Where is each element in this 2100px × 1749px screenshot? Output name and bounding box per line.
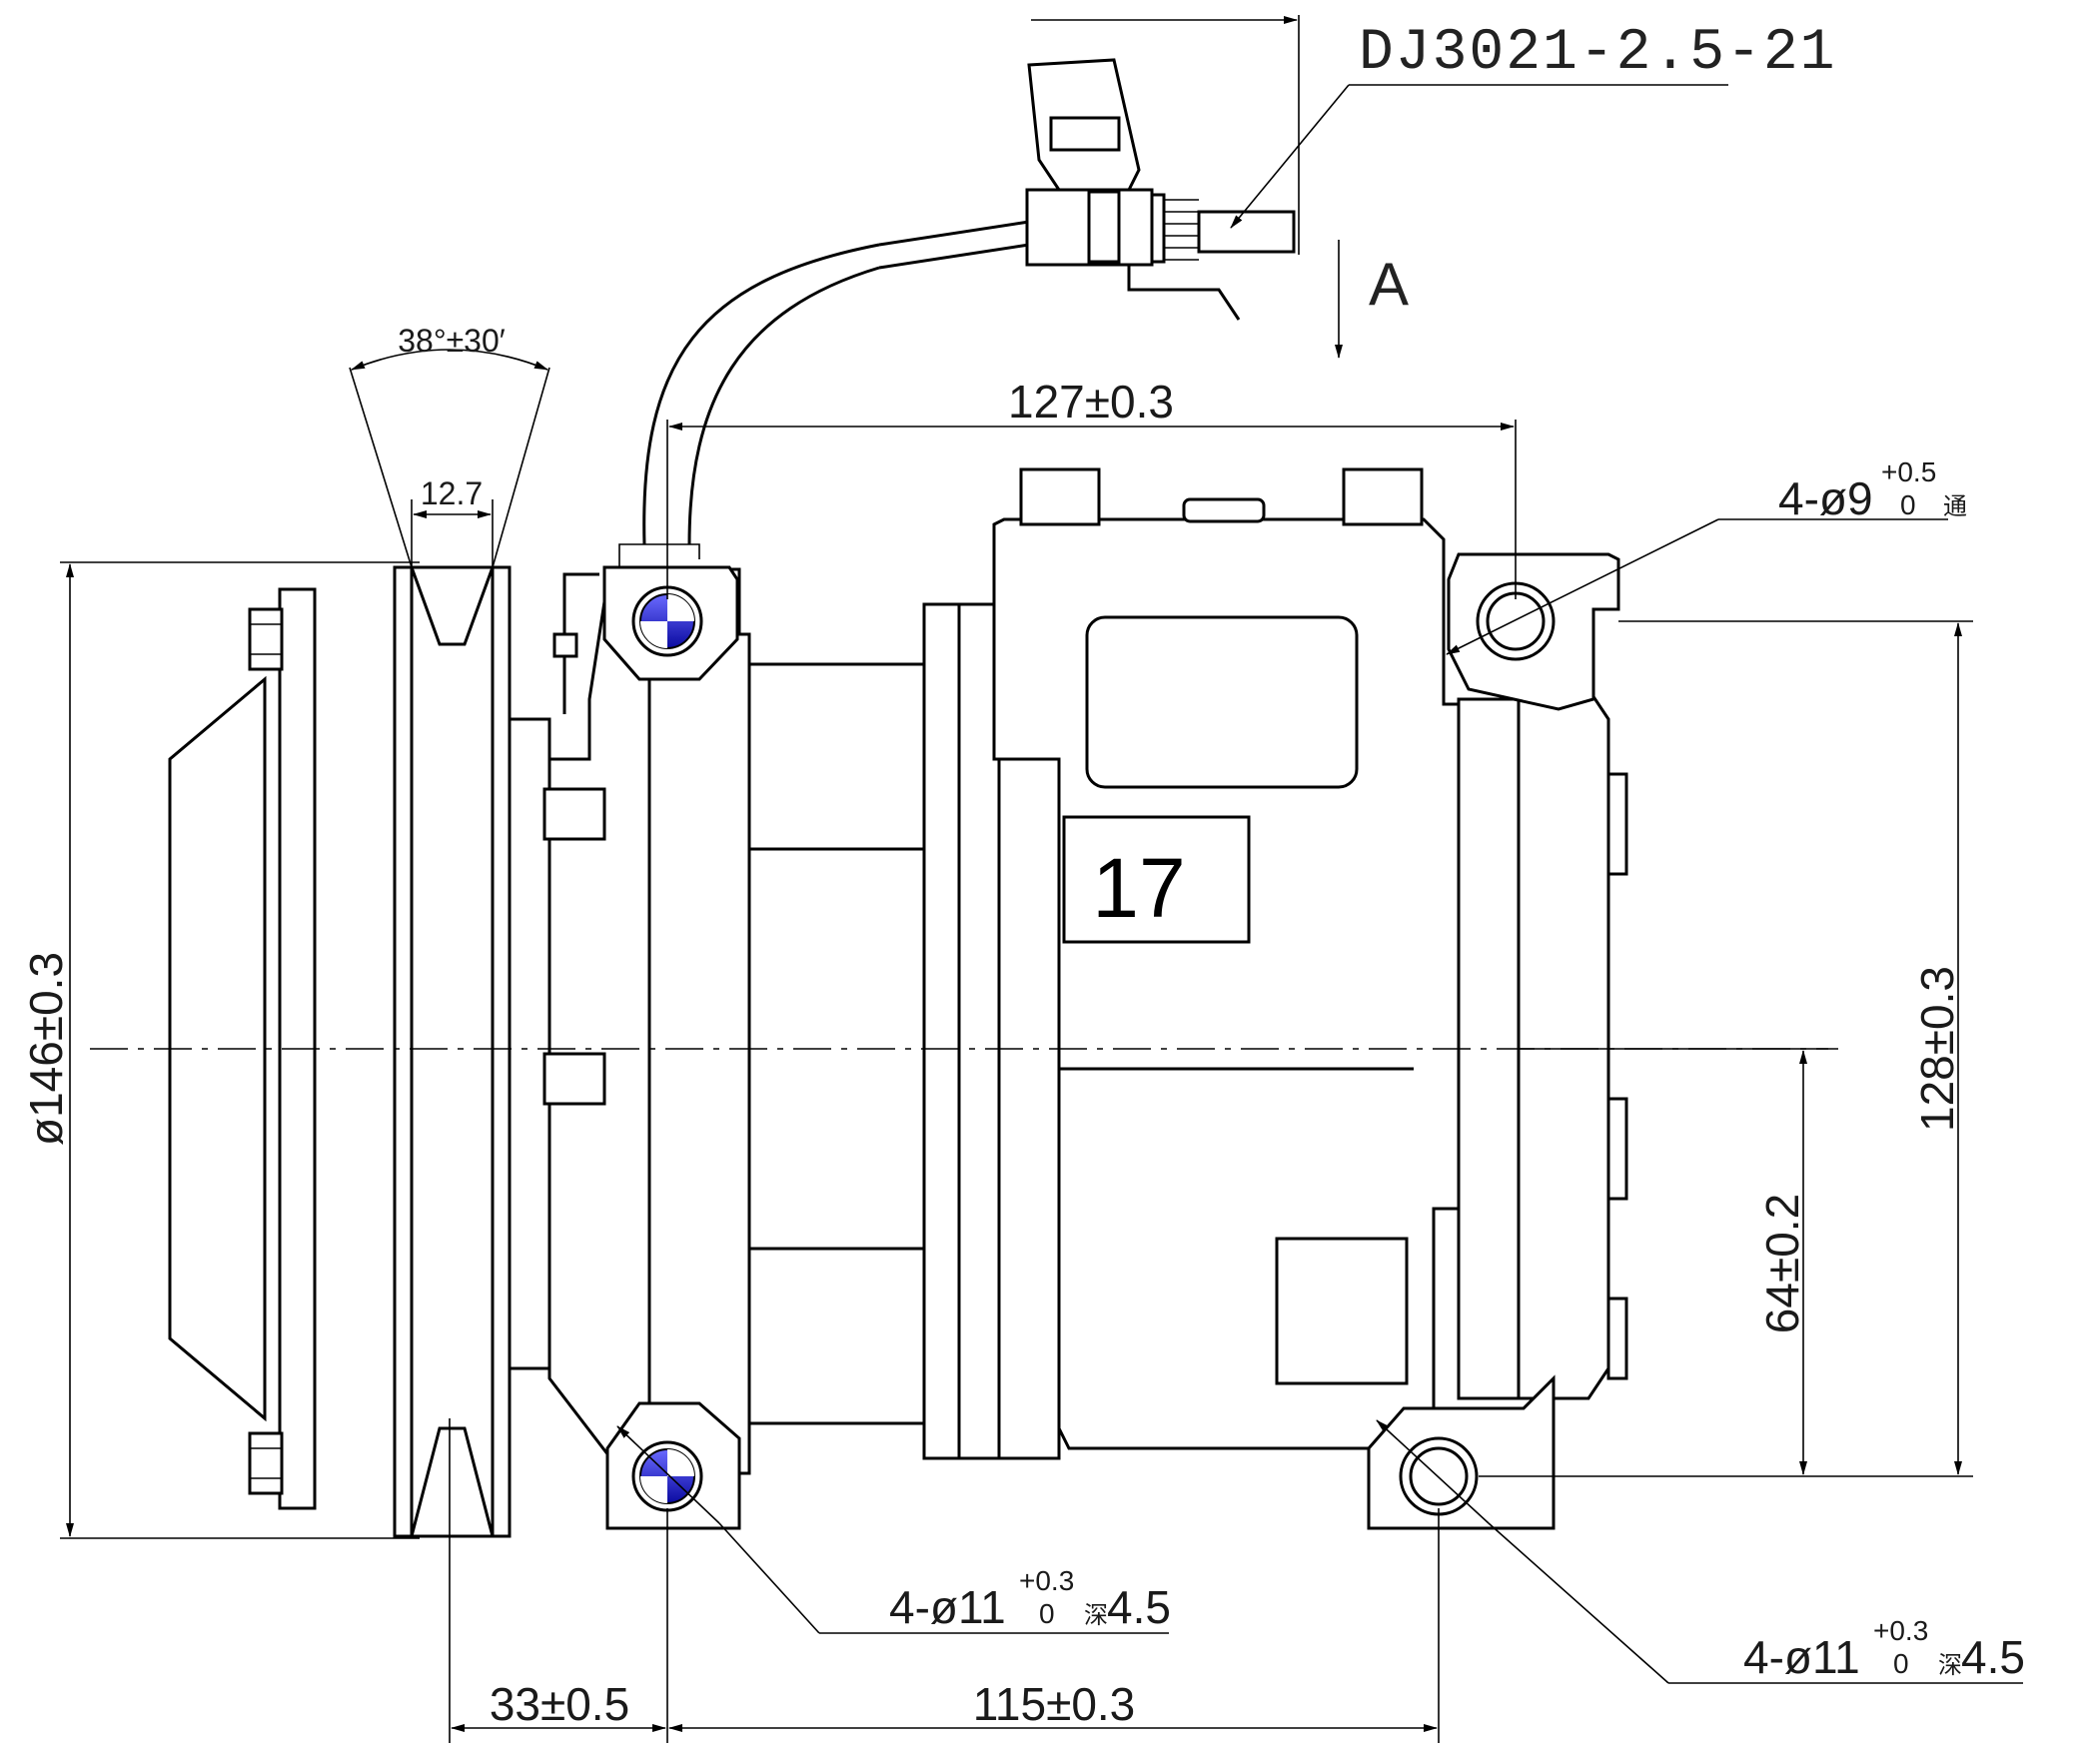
clutch-front-cover xyxy=(168,675,267,1422)
wire-harness xyxy=(618,220,1030,567)
dim-pulley-diameter: ø146±0.3 xyxy=(20,561,420,1539)
dim-groove-width-label: 12.7 xyxy=(421,475,483,511)
dim-width-127: 127±0.3 xyxy=(666,376,1517,599)
hole-top-right-prefix: 4-ø9 xyxy=(1778,472,1873,524)
hole-bottom-right-note: 深 xyxy=(1938,1651,1962,1679)
hole-bottom-left-tol-upper: +0.3 xyxy=(1019,1565,1074,1596)
dim-offset-33: 33±0.5 xyxy=(449,1418,668,1743)
dim-width-127-label: 127±0.3 xyxy=(1008,376,1174,428)
dim-height-64: 64±0.2 xyxy=(1519,1048,1828,1475)
hole-bottom-left-depth: 4.5 xyxy=(1107,1581,1171,1633)
hole-callout-bottom-right: 4-ø11 +0.3 0 深 4.5 xyxy=(1376,1419,2025,1684)
dim-height-128-label: 128±0.3 xyxy=(1911,966,1963,1132)
dim-width-115-label: 115±0.3 xyxy=(973,1678,1136,1730)
hole-callout-top-right: 4-ø9 +0.5 0 通 xyxy=(1446,456,1967,655)
view-a-label: A xyxy=(1369,251,1409,318)
hole-bottom-right-depth: 4.5 xyxy=(1961,1631,2025,1683)
hole-top-right-tol-lower: 0 xyxy=(1900,489,1916,520)
hole-bottom-left-tol-lower: 0 xyxy=(1039,1598,1055,1629)
dim-groove-width: 12.7 xyxy=(411,475,494,567)
part-number-label: DJ3021-2.5-21 xyxy=(1359,21,1836,86)
rear-cover xyxy=(1457,687,1628,1400)
pulley-body xyxy=(393,565,512,1538)
dim-groove-angle: 38°±30′ xyxy=(349,323,550,568)
wire-connector xyxy=(1025,58,1296,321)
hole-bottom-left-note: 深 xyxy=(1084,1601,1108,1629)
mount-hole-bottom-left xyxy=(631,1440,703,1512)
dim-offset-33-label: 33±0.5 xyxy=(490,1678,629,1730)
hole-bottom-right-prefix: 4-ø11 xyxy=(1743,1631,1860,1683)
hole-top-right-note: 通 xyxy=(1943,492,1967,520)
hole-bottom-left-prefix: 4-ø11 xyxy=(889,1581,1006,1633)
view-a-indicator: A xyxy=(1335,240,1409,359)
dim-width-115: 115±0.3 xyxy=(668,1508,1440,1743)
model-label: 17 xyxy=(1092,841,1185,935)
connector-wire-lead xyxy=(552,572,599,714)
cylinder-body xyxy=(747,602,1061,1460)
clutch-bolt-bottom xyxy=(248,1431,284,1495)
dim-groove-angle-label: 38°±30′ xyxy=(398,323,506,359)
model-label-box xyxy=(1062,815,1251,944)
hole-bottom-right-tol-upper: +0.3 xyxy=(1873,1615,1928,1646)
hole-callout-bottom-left: 4-ø11 +0.3 0 深 4.5 xyxy=(616,1425,1171,1634)
dim-pulley-diameter-label: ø146±0.3 xyxy=(20,952,72,1146)
mount-ear-top-right xyxy=(1447,552,1620,711)
mount-hole-top-left xyxy=(631,585,703,657)
rear-head xyxy=(992,467,1461,1450)
front-housing xyxy=(647,632,751,1475)
part-number-callout: DJ3021-2.5-21 xyxy=(1031,15,1836,255)
dim-height-128: 128±0.3 xyxy=(1479,620,1973,1477)
hole-bottom-right-tol-lower: 0 xyxy=(1893,1648,1909,1679)
front-fittings xyxy=(542,787,606,1106)
clutch-bolt-top xyxy=(248,607,284,671)
dim-height-64-label: 64±0.2 xyxy=(1756,1194,1808,1333)
hole-top-right-tol-upper: +0.5 xyxy=(1881,456,1936,487)
